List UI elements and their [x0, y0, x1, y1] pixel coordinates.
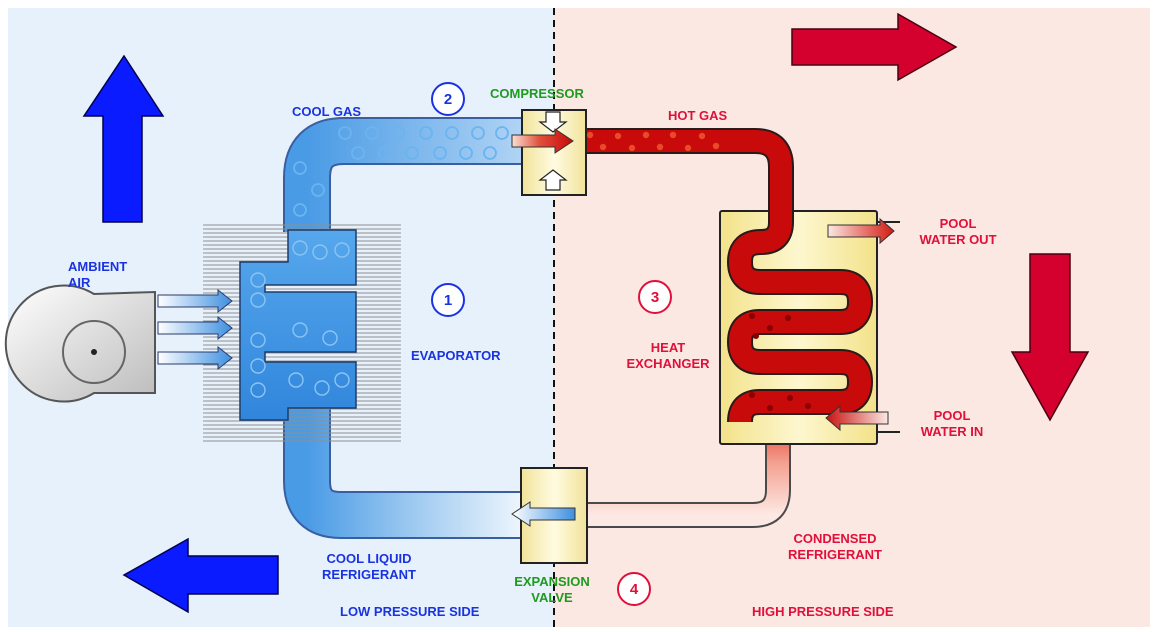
step-2-badge: 2: [431, 82, 465, 116]
step-4-badge: 4: [617, 572, 651, 606]
cool-gas-label: COOL GAS: [292, 104, 362, 119]
expansion-valve-icon: [511, 467, 588, 564]
step-3-badge: 3: [638, 280, 672, 314]
hot-gas-label: HOT GAS: [668, 108, 728, 123]
high-pressure-side-label: HIGH PRESSURE SIDE: [752, 604, 894, 619]
pool-water-out-arrow: [827, 217, 895, 245]
condensed-refrigerant-label: CONDENSED REFRIGERANT: [788, 531, 882, 562]
fan-icon: [4, 284, 156, 403]
heat-exchanger-label: HEAT EXCHANGER: [626, 340, 710, 371]
evaporator-label: EVAPORATOR: [411, 348, 501, 363]
pool-water-in-arrow: [825, 404, 889, 432]
expansion-valve-label: EXPANSION VALVE: [514, 574, 590, 605]
heat-down-arrow: [1010, 253, 1090, 422]
cold-air-left-arrow: [122, 537, 279, 614]
cold-air-up-arrow: [82, 54, 165, 223]
compressor-icon: [511, 109, 587, 196]
compressor-label: COMPRESSOR: [490, 86, 584, 101]
pool-water-in-label: POOL WATER IN: [920, 408, 984, 439]
pool-water-out-label: POOL WATER OUT: [919, 216, 997, 247]
ambient-air-label: AMBIENT AIR: [68, 259, 128, 290]
heat-right-arrow: [791, 12, 958, 82]
cool-liquid-refrigerant-label: COOL LIQUID REFRIGERANT: [322, 551, 416, 582]
low-pressure-side-label: LOW PRESSURE SIDE: [340, 604, 480, 619]
air-flow-arrows: [157, 288, 233, 371]
evaporator-coil: [239, 229, 357, 421]
step-1-badge: 1: [431, 283, 465, 317]
